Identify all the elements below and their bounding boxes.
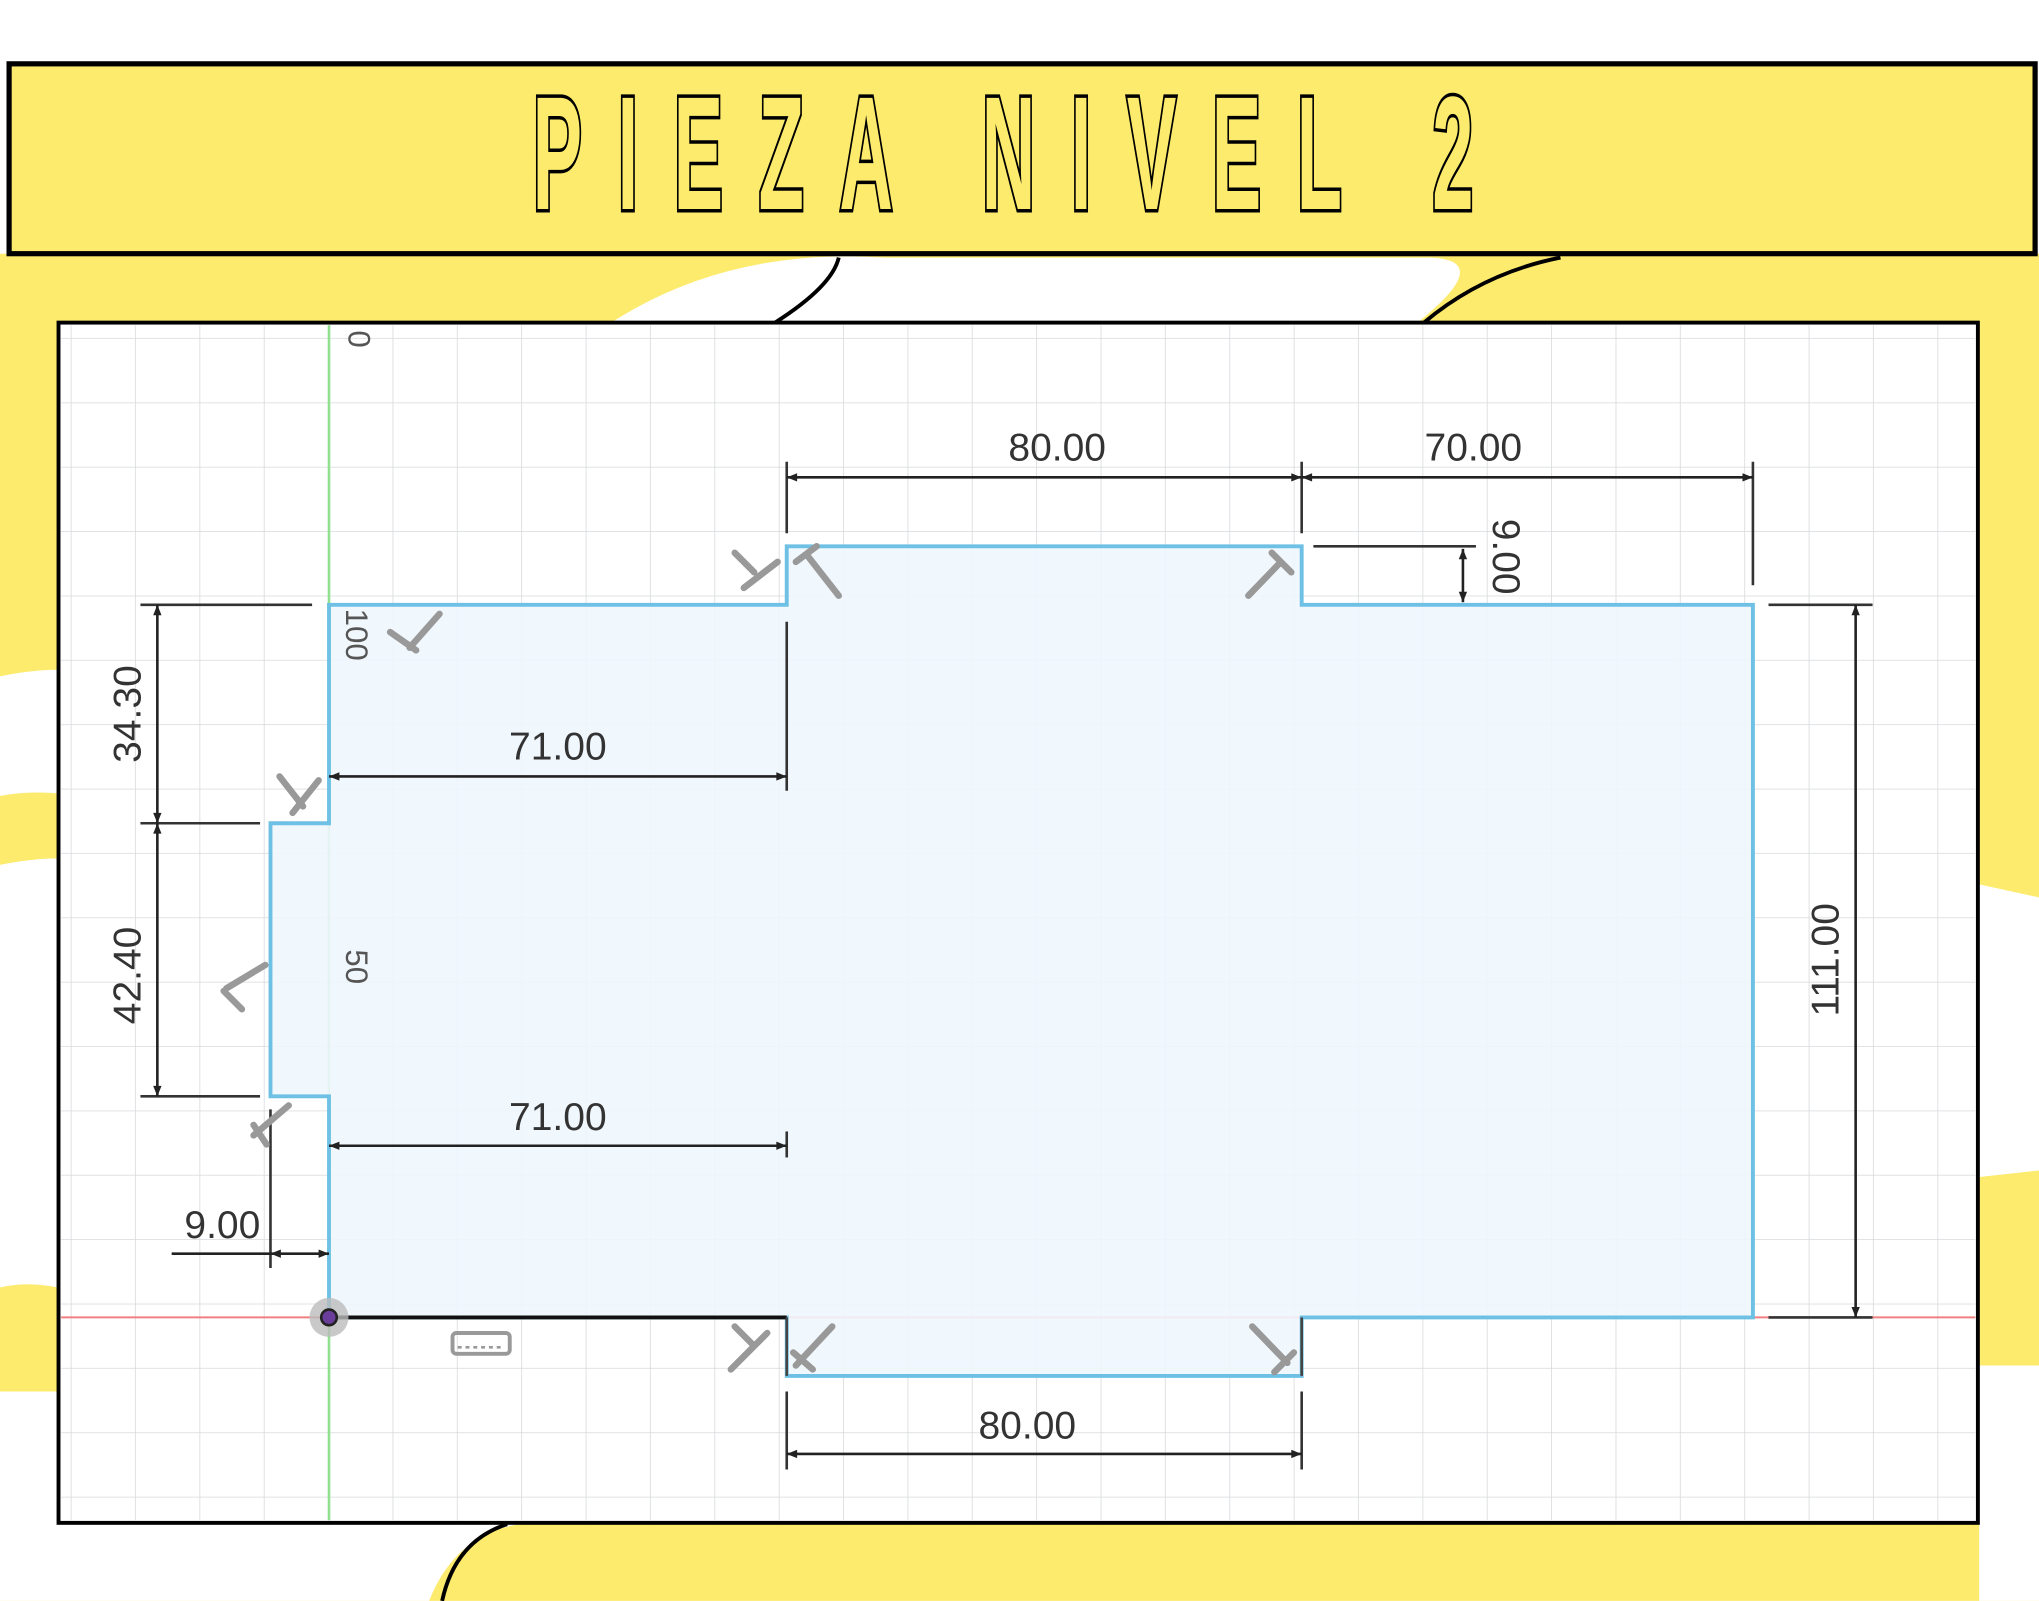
axis-label-top: 0 xyxy=(342,330,377,347)
page-title: PIEZA NIVEL 2 xyxy=(533,63,1509,244)
dimension-lines xyxy=(153,473,1860,1459)
axis-label-upper: 100 xyxy=(339,609,374,661)
dim-notch-depth[interactable]: 9.00 xyxy=(184,1204,260,1247)
origin-icon[interactable] xyxy=(309,1297,349,1337)
dim-top-right-width[interactable]: 70.00 xyxy=(1425,426,1523,469)
dim-lower-inner-width[interactable]: 71.00 xyxy=(509,1096,607,1139)
dim-upper-inner-width[interactable]: 71.00 xyxy=(509,726,607,769)
horizontal-constraint-icon[interactable] xyxy=(450,1331,512,1356)
perpendicular-constraint-icon[interactable] xyxy=(220,543,1298,1376)
extension-lines xyxy=(140,461,1873,1470)
dim-left-notch-height[interactable]: 42.40 xyxy=(106,927,149,1025)
title-banner: PIEZA NIVEL 2 xyxy=(6,60,2038,257)
sketch-canvas: 80.00 70.00 9.00 34.30 42.40 71.00 71.00… xyxy=(56,320,1980,1525)
dim-step-height[interactable]: 9.00 xyxy=(1484,519,1527,595)
dim-total-height[interactable]: 111.00 xyxy=(1805,903,1848,1017)
axis-label-middle: 50 xyxy=(339,949,374,984)
dim-bottom-width[interactable]: 80.00 xyxy=(978,1404,1076,1447)
dim-upper-left-height[interactable]: 34.30 xyxy=(106,665,149,763)
dim-top-middle-width[interactable]: 80.00 xyxy=(1008,426,1106,469)
sketch-profile[interactable] xyxy=(268,544,1755,1378)
